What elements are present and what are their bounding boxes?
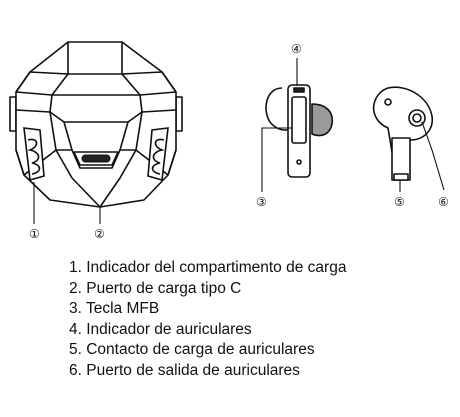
product-diagram: ① ② ③ ④ ⑤ ⑥ (9, 41, 449, 241)
legend-item: 4. Indicador de auriculares (69, 320, 252, 338)
callout-5: ⑤ (394, 195, 405, 209)
callout-2: ② (94, 227, 105, 241)
callout-6: ⑥ (438, 195, 449, 209)
callout-3: ③ (256, 195, 267, 209)
earbud-side-view-drawing (265, 84, 334, 178)
callout-4: ④ (291, 42, 302, 56)
case-right-grille-icon (147, 127, 169, 182)
legend-item: 1. Indicador del compartimento de carga (69, 259, 347, 276)
legend-item: 3. Tecla MFB (69, 300, 160, 318)
leader-lines (33, 58, 445, 224)
callout-1: ① (29, 227, 40, 241)
legend-item: 6. Puerto de salida de auriculares (69, 361, 300, 379)
parts-legend: 1. Indicador del compartimento de carga … (69, 258, 346, 382)
legend-item: 5. Contacto de carga de auriculares (69, 341, 315, 359)
earbud-front-view-drawing (372, 86, 434, 181)
legend-item: 2. Puerto de carga tipo C (69, 279, 242, 297)
usb-c-port-icon (81, 154, 111, 163)
case-left-grille-icon (23, 127, 45, 182)
charging-case-drawing (9, 41, 183, 208)
